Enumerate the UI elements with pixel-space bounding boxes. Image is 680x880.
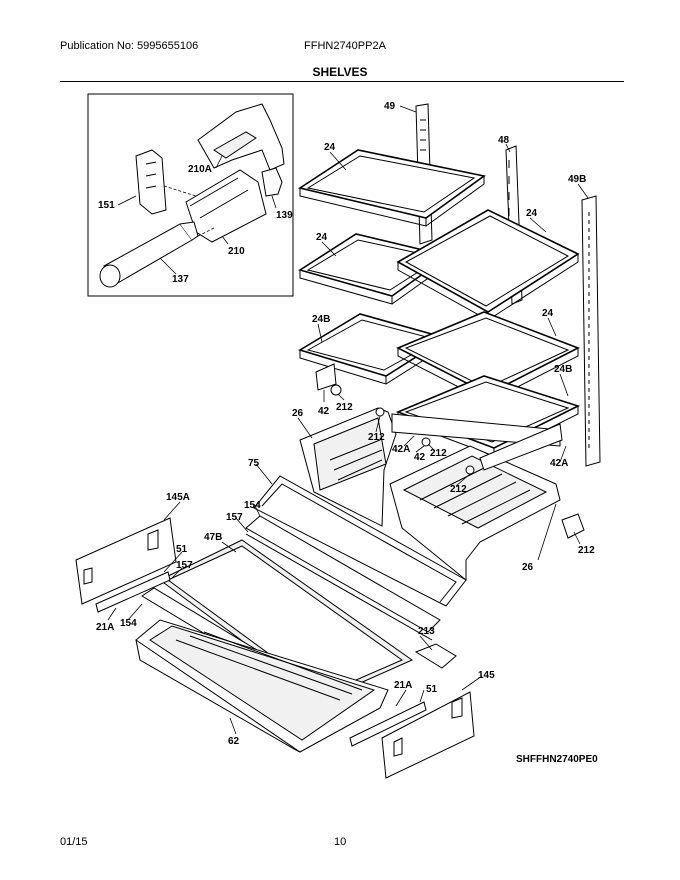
label-157-lower: 157 (176, 560, 193, 571)
label-24-right-low: 24 (542, 308, 554, 319)
label-42-b: 42 (414, 452, 426, 463)
label-145a: 145A (166, 492, 190, 503)
roller-212 (561, 513, 585, 539)
panel-145 (381, 691, 475, 779)
label-75: 75 (248, 458, 260, 469)
label-49b: 49B (568, 174, 586, 185)
label-212-e: 212 (578, 545, 595, 556)
trim-154-upper (245, 515, 441, 633)
shelf-24-top (298, 149, 486, 227)
support-42 (315, 363, 337, 391)
label-26-right: 26 (522, 562, 534, 573)
label-213: 213 (418, 626, 435, 637)
filter-housing-slot (213, 131, 257, 159)
rail-49b (581, 195, 601, 467)
label-212-a: 212 (336, 402, 353, 413)
label-62: 62 (228, 736, 240, 747)
header-rule (60, 81, 624, 82)
label-48: 48 (498, 135, 510, 146)
label-24-left-mid: 24 (316, 232, 328, 243)
label-212-d: 212 (450, 484, 467, 495)
cover-75 (253, 475, 467, 607)
label-154-upper: 154 (244, 500, 261, 511)
model-number: FFHN2740PP2A (304, 40, 386, 52)
label-51-left: 51 (176, 544, 188, 555)
crisper-support-42a (391, 413, 561, 447)
filter-inset: 151 210A 139 210 137 (87, 93, 294, 297)
diagram-reference-code: SHFFHN2740PE0 (516, 754, 598, 765)
section-title: SHELVES (312, 65, 368, 79)
lower-compartment (75, 475, 475, 779)
label-21a-left: 21A (96, 622, 114, 633)
label-154-lower: 154 (120, 618, 137, 629)
label-47b: 47B (204, 532, 222, 543)
label-24-top: 24 (324, 142, 336, 153)
shelf-24-left-mid (298, 233, 450, 305)
rail-21a-right (349, 701, 427, 747)
label-210a: 210A (188, 164, 212, 175)
label-212-b: 212 (368, 432, 385, 443)
inset-frame (87, 93, 294, 297)
label-42a-a: 42A (392, 444, 410, 455)
label-139: 139 (276, 210, 293, 221)
exploded-parts-diagram: 151 210A 139 210 137 (75, 93, 601, 779)
label-157-upper: 157 (226, 512, 243, 523)
filter-cover (135, 149, 167, 215)
shelf-24-right-low (396, 311, 580, 403)
label-42a-b: 42A (550, 458, 568, 469)
part-labels: 49 48 49B 24 24 24 24 24B 24B 42 212 26 … (96, 101, 595, 747)
rail-21a-left (95, 571, 171, 613)
label-24-right-mid: 24 (526, 208, 538, 219)
filter-bracket (261, 167, 283, 197)
label-21a-right: 21A (394, 680, 412, 691)
label-212-c: 212 (430, 448, 447, 459)
filter-head (185, 169, 267, 243)
shelf-24-right-mid (396, 209, 580, 321)
leader-lines (107, 105, 589, 735)
label-24b-right: 24B (554, 364, 572, 375)
publication-number: Publication No: 5995655106 (60, 40, 199, 52)
label-210: 210 (228, 246, 245, 257)
label-49: 49 (384, 101, 396, 112)
clip-213 (414, 643, 457, 669)
footer-date: 01/15 (60, 836, 88, 848)
label-24b-left: 24B (312, 314, 330, 325)
label-26-left: 26 (292, 408, 304, 419)
label-42: 42 (318, 406, 330, 417)
label-145: 145 (478, 670, 495, 681)
label-151: 151 (98, 200, 115, 211)
page-number: 10 (334, 836, 347, 848)
panel-145a (75, 517, 177, 605)
label-137: 137 (172, 274, 189, 285)
crisper-bins (299, 363, 585, 582)
label-51-right: 51 (426, 684, 438, 695)
